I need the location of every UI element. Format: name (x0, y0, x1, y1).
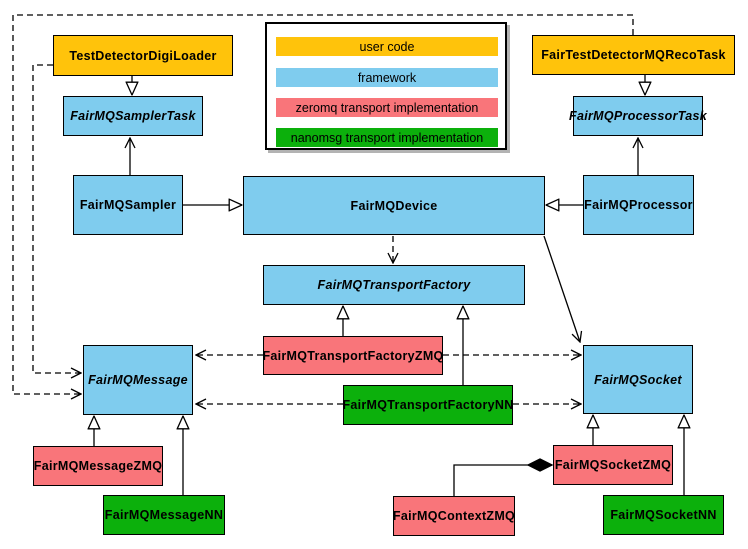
class-box-fairmqprocessortask: FairMQProcessorTask (569, 96, 707, 136)
class-box-fairmqmessagezmq: FairMQMessageZMQ (33, 446, 163, 486)
class-box-fairmqtransportfactory: FairMQTransportFactory (263, 265, 525, 305)
class-label: FairMQContextZMQ (392, 509, 516, 523)
legend-item-user-code: user code (276, 37, 498, 56)
class-label: FairMQTransportFactory (317, 278, 471, 292)
class-label: FairMQTransportFactoryZMQ (262, 348, 444, 363)
edge-dep-recotask-to-message (12, 14, 634, 394)
edge-dep-digiloader-to-message (32, 64, 81, 373)
class-label: FairMQMessage (88, 373, 188, 387)
legend-box: user code framework zeromq transport imp… (265, 22, 507, 150)
class-label: FairMQSamplerTask (70, 109, 196, 123)
class-label: FairMQSampler (79, 198, 177, 212)
class-label: FairMQMessageNN (104, 508, 224, 522)
edge-comp-contextzmq-socketzmq (453, 465, 552, 496)
class-label: TestDetectorDigiLoader (69, 48, 217, 63)
class-box-fairmqdevice: FairMQDevice (243, 176, 545, 235)
class-label: FairMQSocket (594, 372, 682, 387)
class-box-fairmqsocketzmq: FairMQSocketZMQ (553, 445, 673, 485)
class-box-fairmqcontextzmq: FairMQContextZMQ (393, 496, 515, 536)
legend-item-zeromq: zeromq transport implementation (276, 98, 498, 117)
legend-item-framework: framework (276, 68, 498, 87)
class-box-fairmqsocketnn: FairMQSocketNN (603, 495, 724, 535)
class-box-fairmqtransportfactorynn: FairMQTransportFactoryNN (342, 385, 514, 425)
class-label: FairMQProcessorTask (569, 109, 707, 123)
class-box-fairmqsampler: FairMQSampler (73, 175, 183, 235)
class-label: FairTestDetectorMQRecoTask (541, 48, 726, 62)
class-label: FairMQMessageZMQ (33, 459, 163, 473)
class-box-fairmqtransportfactoryzmq: FairMQTransportFactoryZMQ (262, 336, 444, 375)
class-box-fairmqsocket: FairMQSocket (583, 345, 693, 414)
class-box-fairmqprocessor: FairMQProcessor (583, 175, 694, 235)
class-box-fairmqsamplertask: FairMQSamplerTask (63, 96, 203, 136)
class-label: FairMQDevice (350, 198, 438, 213)
legend-item-nanomsg: nanomsg transport implementation (276, 128, 498, 147)
class-box-fairmqmessage: FairMQMessage (83, 345, 193, 415)
class-label: FairMQSocketZMQ (554, 458, 672, 472)
class-box-fairtestdetectormqrecotask: FairTestDetectorMQRecoTask (532, 35, 735, 75)
class-label: FairMQTransportFactoryNN (342, 398, 514, 412)
class-box-testdetectordigiloader: TestDetectorDigiLoader (53, 35, 233, 76)
class-label: FairMQProcessor (584, 198, 693, 212)
edge-assoc-device-to-socket (543, 235, 580, 342)
class-label: FairMQSocketNN (610, 508, 717, 522)
class-box-fairmqmessagenn: FairMQMessageNN (103, 495, 225, 535)
